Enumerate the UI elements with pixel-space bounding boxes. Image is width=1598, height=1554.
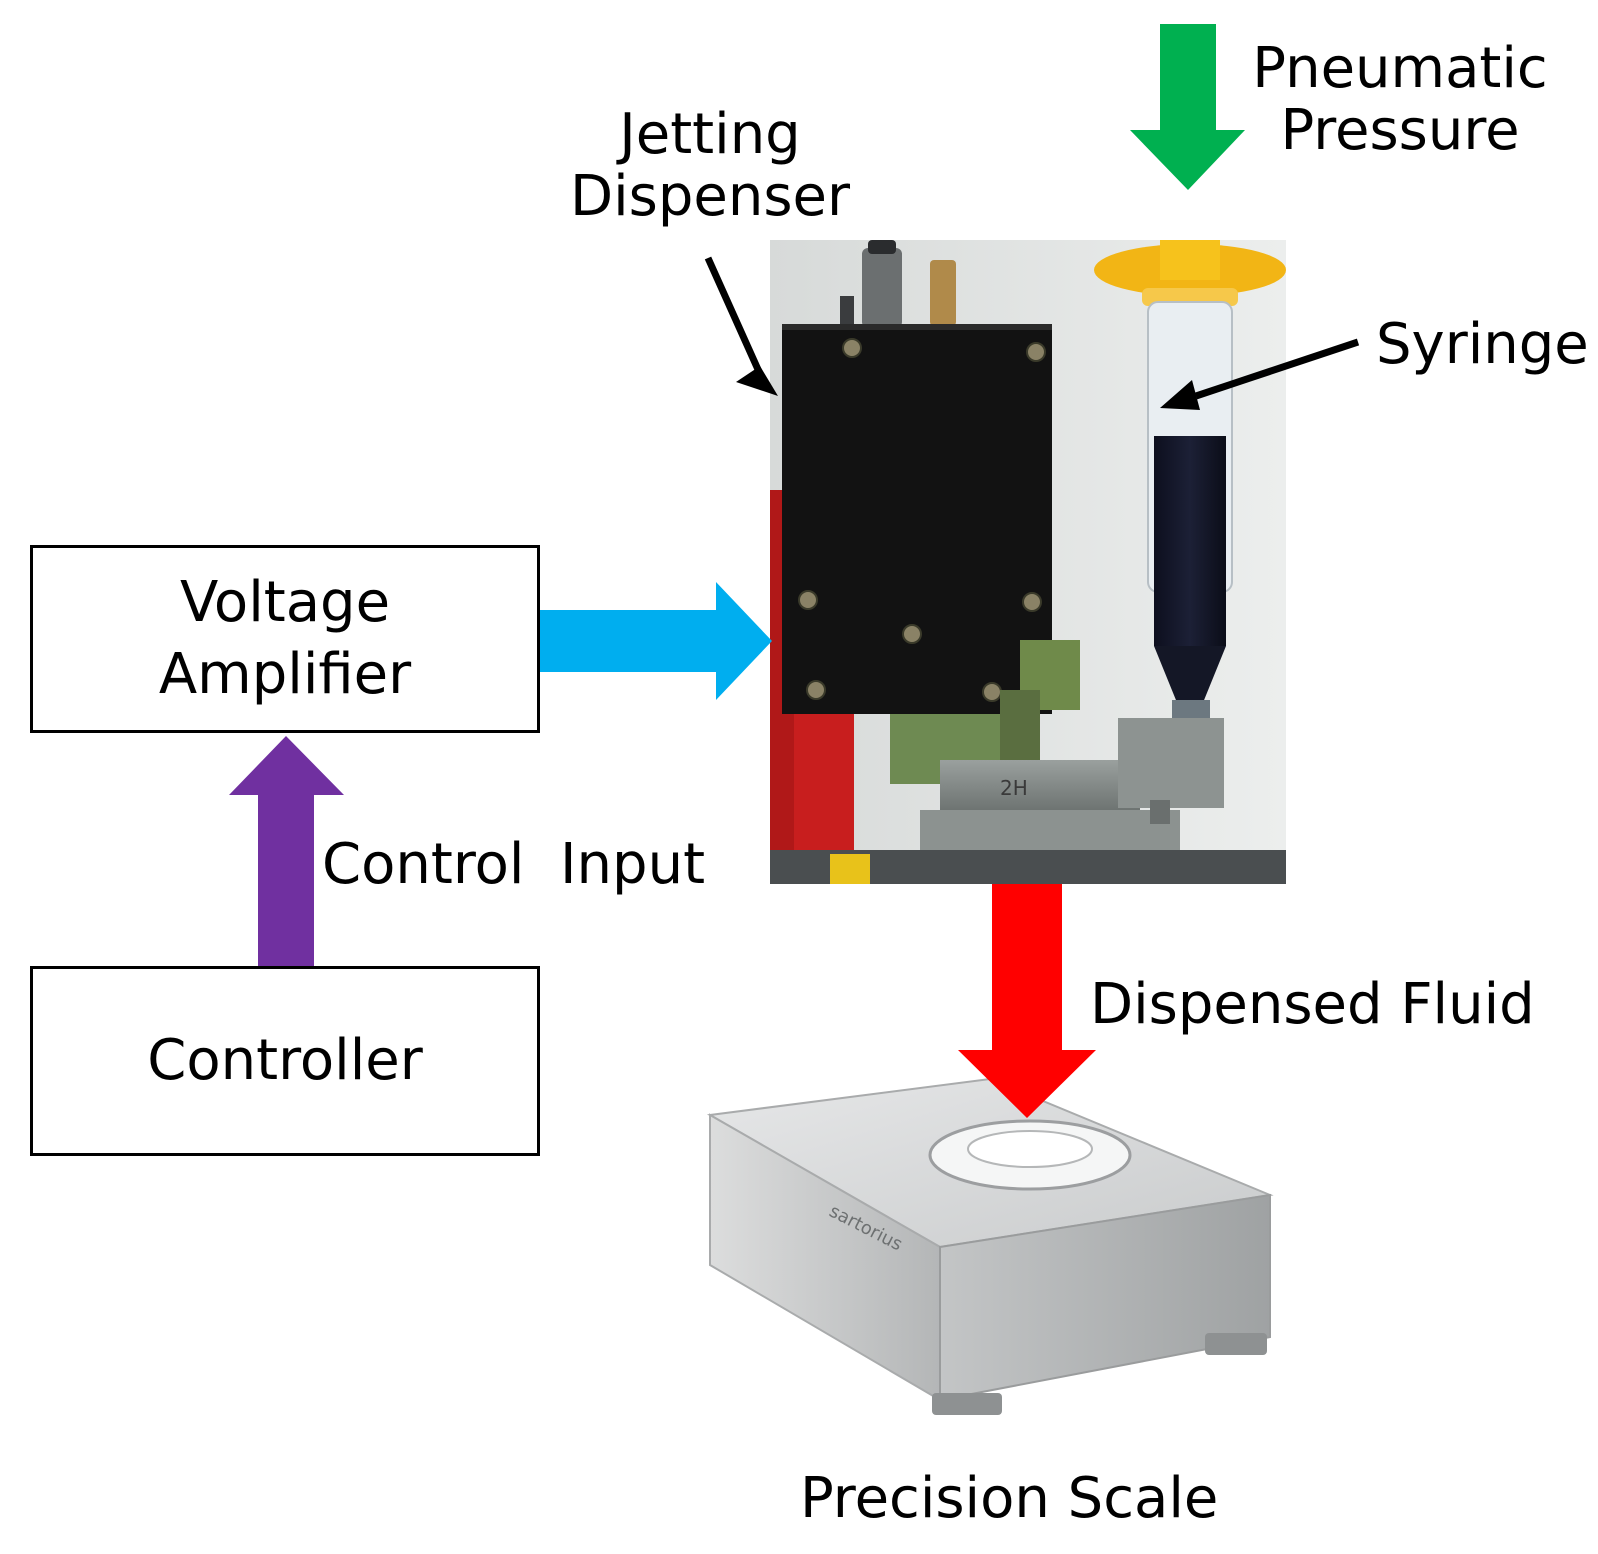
arrow-dispensed-fluid (958, 884, 1096, 1118)
device-marking: 2H (1000, 776, 1028, 800)
controller-label: Controller (147, 1028, 423, 1093)
pneumatic-pressure-line-2: Pressure (1280, 98, 1520, 163)
arrow-pneumatic-pressure (1130, 24, 1245, 190)
dispensed-fluid-label: Dispensed Fluid (1090, 972, 1535, 1037)
voltage-amplifier-line-1: Voltage (179, 570, 391, 635)
syringe-label: Syringe (1376, 312, 1589, 377)
scale-foot (1205, 1333, 1267, 1355)
voltage-amplifier-line-2: Amplifier (158, 642, 412, 707)
precision-scale-label: Precision Scale (800, 1466, 1219, 1531)
pneumatic-pressure-label: Pneumatic Pressure (1230, 38, 1570, 162)
jetting-dispenser-line-1: Jetting (619, 102, 801, 167)
clamp-block (940, 760, 1140, 810)
dispenser-photo-drawing: 2H (770, 240, 1286, 884)
arrow-control-input (229, 736, 344, 966)
voltage-amplifier-block: Voltage Amplifier (30, 545, 540, 733)
jetting-dispenser-label: Jetting Dispenser (540, 104, 880, 228)
actuator-body (782, 324, 1052, 714)
scale-photo: sartorius (700, 1075, 1280, 1435)
syringe-photo (1094, 240, 1286, 824)
pointer-syringe (1160, 338, 1360, 410)
pneumatic-pressure-line-1: Pneumatic (1252, 36, 1548, 101)
pointer-jetting-dispenser (704, 256, 778, 396)
nozzle-adapter (1118, 718, 1224, 808)
dispenser-photo: 2H (770, 240, 1286, 884)
control-input-label: Control Input (322, 832, 706, 897)
scale-photo-drawing: sartorius (706, 1077, 1274, 1415)
fitting-brass (930, 260, 956, 326)
controller-block: Controller (30, 966, 540, 1156)
scale-foot (932, 1393, 1002, 1415)
fitting-left (862, 248, 902, 328)
arrow-amplifier-to-dispenser (540, 582, 772, 700)
jetting-dispenser-line-2: Dispenser (570, 164, 850, 229)
